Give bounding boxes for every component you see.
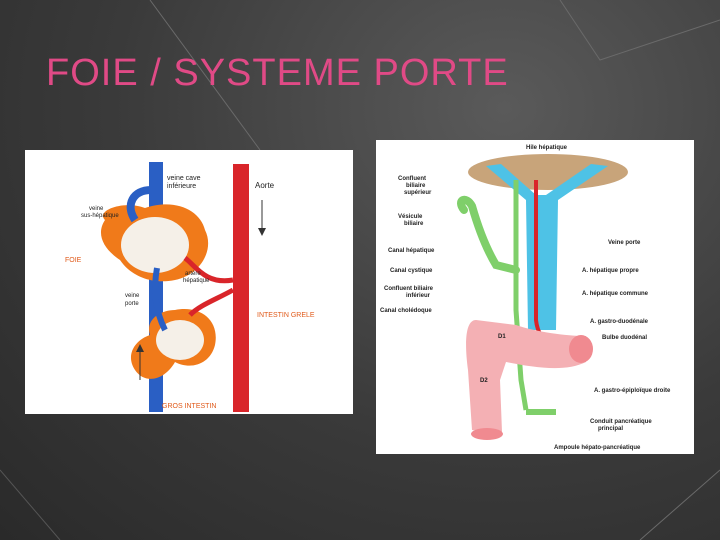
label-aorte: Aorte — [255, 181, 275, 190]
label-confluent-inf-1: Confluent biliaire — [384, 286, 434, 292]
label-d1: D1 — [498, 334, 506, 340]
hilum-shape — [468, 154, 628, 190]
intestine-capillaries — [156, 320, 204, 360]
label-veine-porte: Veine porte — [608, 240, 641, 246]
label-conduit-1: Conduit pancréatique — [590, 419, 652, 425]
label-gros-intestin: GROS INTESTIN — [162, 403, 216, 410]
hepatic-vein — [126, 186, 152, 223]
label-canal-cystique: Canal cystique — [390, 268, 433, 274]
arrow-head-down — [258, 228, 266, 236]
label-hepatique: hépatique — [183, 278, 210, 284]
duodenum-shape — [466, 320, 586, 432]
portal-system-diagram: veine cave inférieure Aorte veine sus-hé… — [25, 150, 353, 414]
label-vesicule-2: biliaire — [404, 221, 424, 227]
portal-vein — [152, 267, 168, 332]
label-sus-hepatique: sus-hépatique — [81, 213, 119, 219]
label-veine: veine — [89, 206, 104, 212]
label-inferieure: inférieure — [167, 183, 196, 190]
label-artere: artère — [185, 271, 201, 277]
aorta — [233, 164, 249, 412]
label-porte: porte — [125, 301, 139, 307]
label-veine2: veine — [125, 293, 140, 299]
label-foie: FOIE — [65, 257, 82, 264]
label-conduit-2: principal — [598, 426, 623, 432]
label-vesicule-1: Vésicule — [398, 214, 423, 220]
label-confluent-sup-2: biliaire — [406, 183, 426, 189]
label-bulbe: Bulbe duodénal — [602, 335, 647, 341]
label-a-hep-commune: A. hépatique commune — [582, 291, 649, 297]
label-a-gastro-epip: A. gastro-épiploïque droite — [594, 388, 671, 394]
portal-vein-shape — [486, 164, 608, 330]
label-a-gastro-duod: A. gastro-duodénale — [590, 319, 649, 325]
label-hile: Hile hépatique — [526, 145, 568, 151]
label-confluent-inf-2: inférieur — [406, 293, 431, 299]
liver-capillaries — [121, 217, 189, 273]
bile-duct-shape — [513, 180, 529, 411]
label-confluent-sup-3: supérieur — [404, 190, 432, 196]
slide-title: FOIE / SYSTEME PORTE — [46, 52, 509, 94]
duodenal-bulb-end — [569, 335, 593, 363]
hepatic-artery — [183, 255, 234, 284]
label-a-hep-propre: A. hépatique propre — [582, 268, 639, 274]
label-intestin-grele: INTESTIN GRELE — [257, 312, 315, 319]
label-canal-hepatique: Canal hépatique — [388, 248, 435, 254]
duodenum-end — [471, 428, 503, 440]
label-d2: D2 — [480, 378, 488, 384]
artery-to-intestine — [188, 287, 235, 317]
label-canal-choledoque: Canal cholédoque — [380, 308, 432, 314]
biliary-anatomy-diagram: Hile hépatique Confluent biliaire supéri… — [376, 140, 694, 454]
gallbladder-shape — [457, 195, 520, 274]
label-ampoule: Ampoule hépato-pancréatique — [554, 445, 641, 451]
label-veine-cave: veine cave — [167, 175, 201, 182]
label-confluent-sup-1: Confluent — [398, 176, 426, 182]
arrow-head-up — [136, 344, 144, 352]
